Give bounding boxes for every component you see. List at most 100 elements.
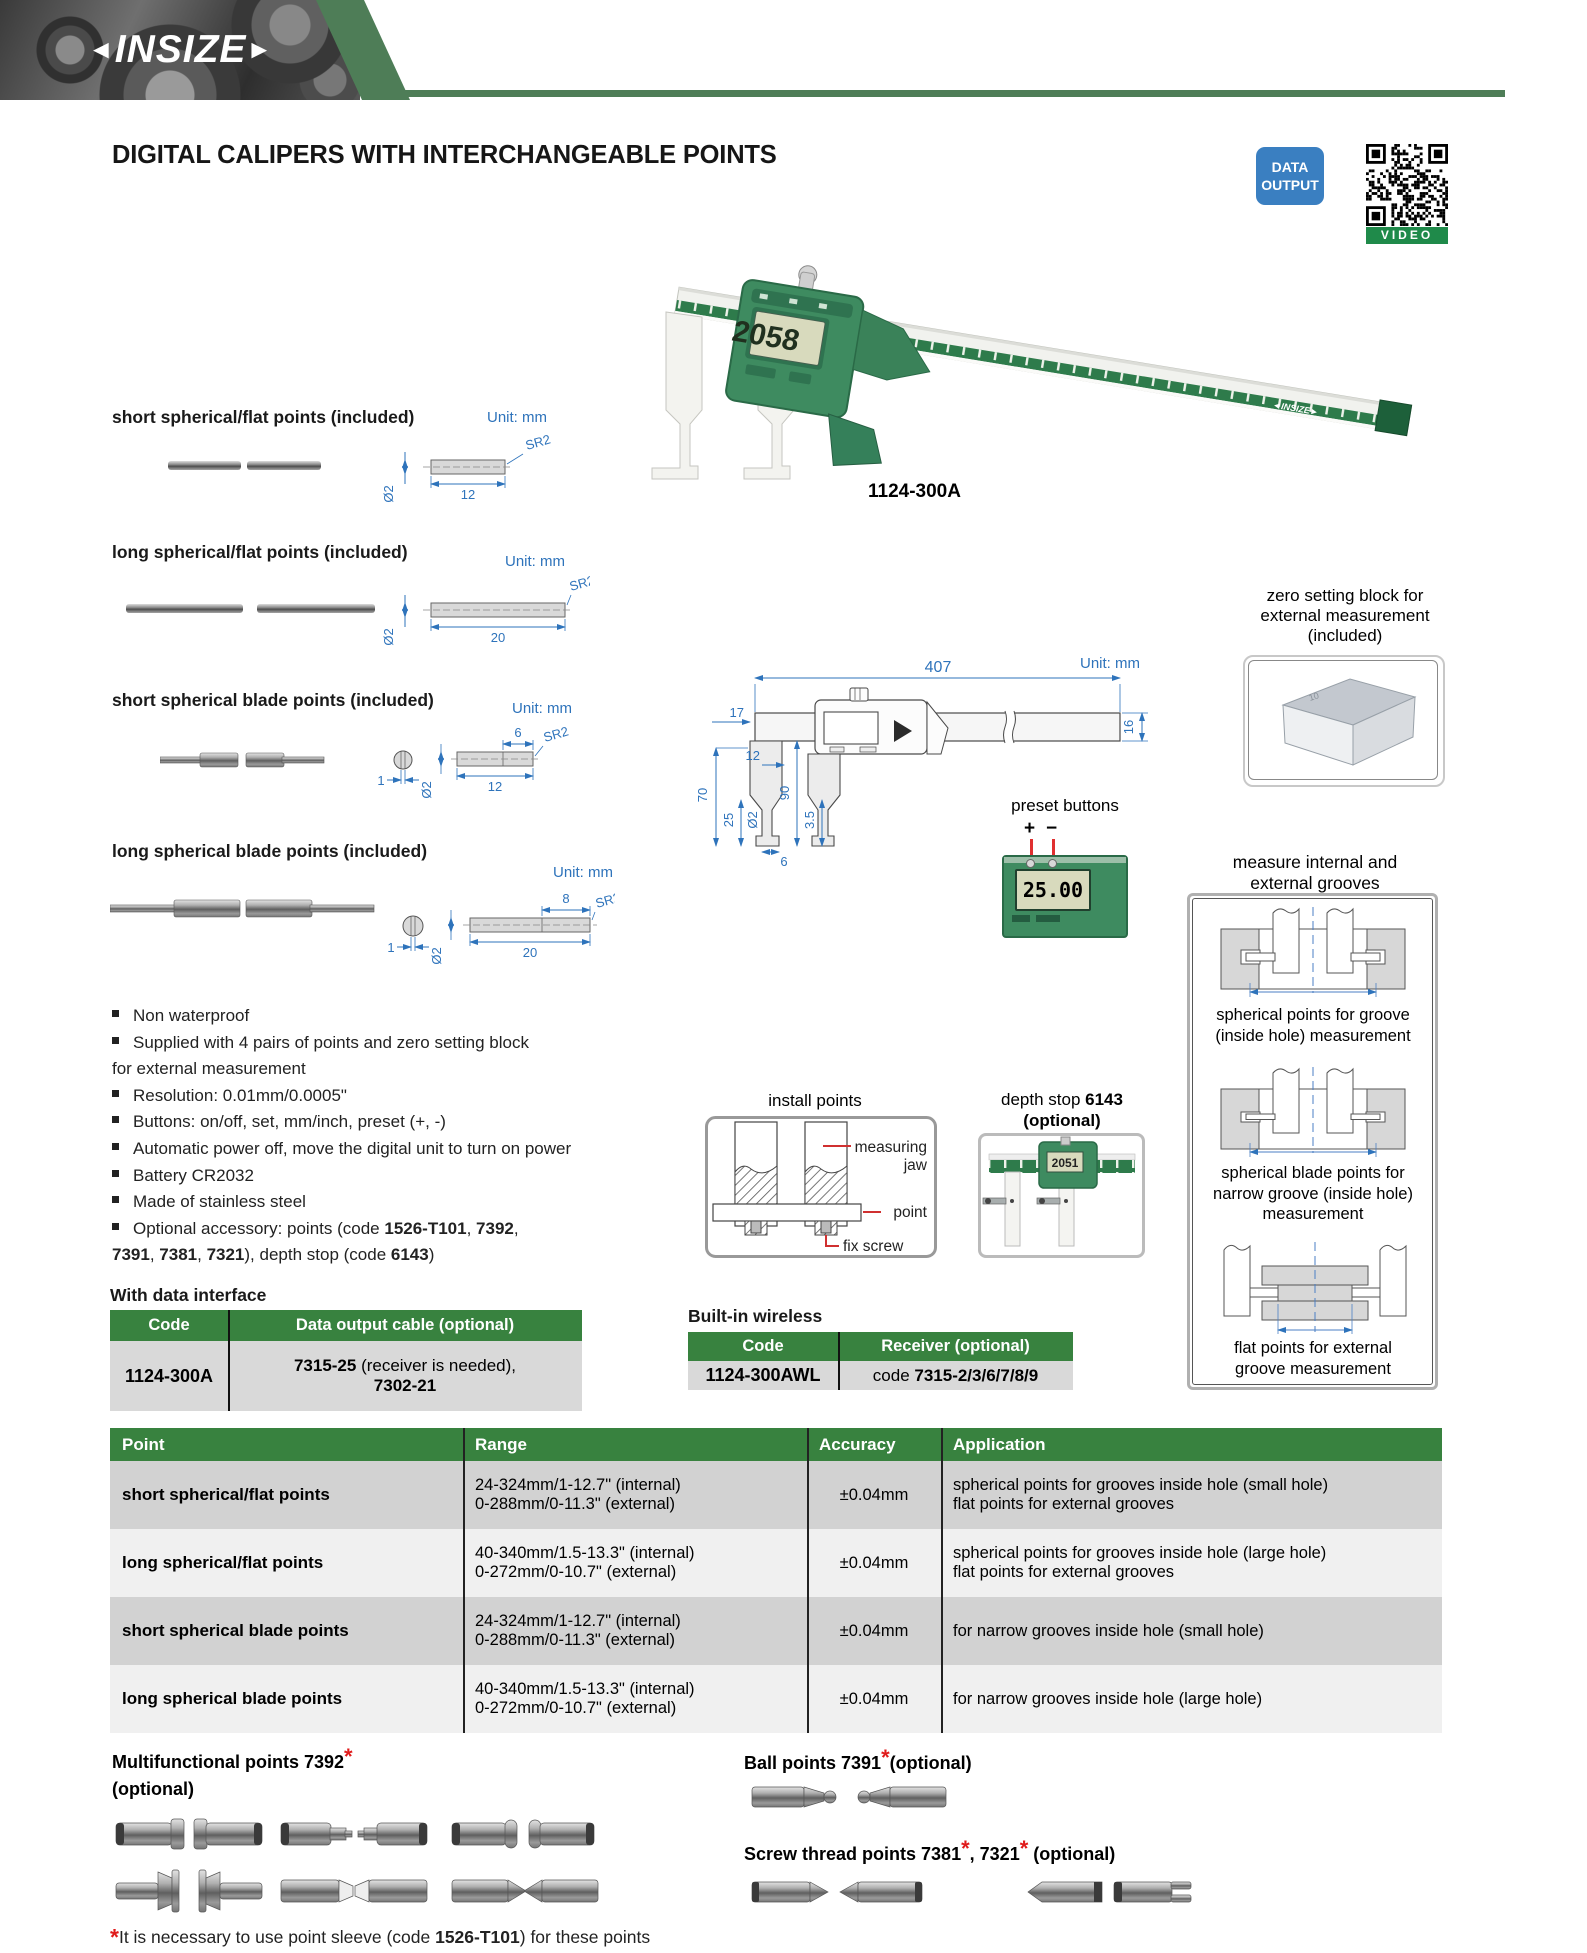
svg-text:12: 12 xyxy=(461,487,475,502)
th-receiver: Receiver (optional) xyxy=(881,1337,1030,1355)
svg-text:407: 407 xyxy=(925,659,952,676)
logo-left-arrow-icon: ◄ xyxy=(88,34,115,64)
zero-block-caption: zero setting block for external measurem… xyxy=(1260,586,1430,645)
td-cable: 7315-25 (receiver is needed), 7302-21 xyxy=(293,1356,517,1395)
th-code2: Code xyxy=(742,1337,784,1355)
depth-stop-label: depth stop 6143 (optional) xyxy=(1001,1090,1123,1130)
table-row: short spherical/flat points 24-324mm/1-1… xyxy=(110,1461,1442,1529)
preset-label: preset buttons xyxy=(1011,796,1119,815)
svg-text:Ø2: Ø2 xyxy=(419,781,434,798)
section1-title: short spherical/flat points (included) xyxy=(112,407,415,427)
svg-text:jaw: jaw xyxy=(903,1157,928,1174)
section4-drawing: 1 Ø2 8 20 SR2 xyxy=(387,889,615,964)
svg-text:Ø2: Ø2 xyxy=(745,811,760,828)
td-receiver: code 7315-2/3/6/7/8/9 xyxy=(872,1366,1039,1385)
page-title: DIGITAL CALIPERS WITH INTERCHANGEABLE PO… xyxy=(112,141,777,169)
spec-table: Point Range Accuracy Application short s… xyxy=(110,1428,1442,1733)
groove-caption-2: spherical blade points for narrow groove… xyxy=(1213,1164,1413,1223)
feature-7: Made of stainless steel xyxy=(133,1192,306,1212)
depth-stop-image: 2051 xyxy=(978,1133,1145,1258)
svg-text:20: 20 xyxy=(491,630,505,645)
feature-6: Battery CR2032 xyxy=(133,1165,254,1185)
logo-right-arrow-icon: ► xyxy=(246,34,274,64)
feature-5: Automatic power off, move the digital un… xyxy=(133,1138,572,1158)
caliper-digital-unit: 2058 xyxy=(725,265,931,466)
wireless-heading: Built-in wireless xyxy=(688,1306,823,1326)
section4-unit: Unit: mm xyxy=(553,864,613,881)
svg-text:Ø2: Ø2 xyxy=(381,485,396,502)
table-row: short spherical blade points 24-324mm/1-… xyxy=(110,1597,1442,1665)
feature-3: Resolution: 0.01mm/0.0005" xyxy=(133,1085,347,1105)
dimension-drawing: Unit: mm 407 16 17 12 70 90 25 Ø2 3.5 6 xyxy=(695,655,1148,869)
groove-diagram-blade xyxy=(1220,1067,1406,1157)
install-points-diagram: measuring jaw point fix screw xyxy=(705,1116,937,1258)
table-row: long spherical/flat points 40-340mm/1.5-… xyxy=(110,1529,1442,1597)
screw-points-image1 xyxy=(751,1881,923,1903)
svg-text:Unit: mm: Unit: mm xyxy=(1080,655,1140,672)
svg-text:SR2: SR2 xyxy=(568,575,590,594)
svg-text:measuring: measuring xyxy=(855,1139,927,1156)
section3-drawing: 1 Ø2 6 12 SR2 xyxy=(377,723,570,798)
section2-drawing: Ø2 20 SR2 xyxy=(381,575,590,646)
caliper-left-jaw xyxy=(651,311,703,480)
svg-text:12: 12 xyxy=(488,779,502,794)
install-points-label: install points xyxy=(768,1091,862,1110)
svg-text:fix screw: fix screw xyxy=(843,1238,904,1255)
svg-text:1: 1 xyxy=(387,940,394,955)
section1-drawing: Ø2 12 SR2 xyxy=(381,432,552,503)
svg-text:25: 25 xyxy=(721,813,736,827)
multifunctional-heading: Multifunctional points 7392* (optional) xyxy=(112,1744,353,1799)
screw-points-heading: Screw thread points 7381*, 7321* (option… xyxy=(744,1836,1116,1864)
video-label: VIDEO xyxy=(1380,228,1434,242)
svg-text:6: 6 xyxy=(514,725,521,740)
th-cable: Data output cable (optional) xyxy=(295,1316,515,1334)
multi-points-row1-g3 xyxy=(451,1819,595,1849)
section2-title: long spherical/flat points (included) xyxy=(112,542,408,562)
ball-points-heading: Ball points 7391*(optional) xyxy=(744,1745,972,1773)
svg-text:Ø2: Ø2 xyxy=(429,947,444,964)
section3-photo xyxy=(160,752,325,768)
svg-text:SR2: SR2 xyxy=(542,723,570,744)
product-model: 1124-300A xyxy=(868,481,961,502)
section1-photo xyxy=(168,461,241,470)
svg-text:1: 1 xyxy=(377,773,384,788)
asterisk: * xyxy=(344,1744,353,1769)
th-code: Code xyxy=(148,1316,190,1334)
svg-text:10: 10 xyxy=(1308,690,1321,703)
feature-1: Non waterproof xyxy=(133,1006,250,1025)
section1-photo2 xyxy=(247,461,321,470)
badge-line2: OUTPUT xyxy=(1261,177,1319,194)
svg-text:SR2: SR2 xyxy=(524,432,552,453)
section2-photo xyxy=(126,604,243,613)
section1-unit: Unit: mm xyxy=(487,409,547,426)
svg-text:70: 70 xyxy=(695,788,710,802)
feature-list: Non waterproof Supplied with 4 pairs of … xyxy=(112,1003,692,1269)
svg-text:12: 12 xyxy=(746,748,760,763)
groove-diagram-spherical xyxy=(1220,907,1406,997)
svg-text:point: point xyxy=(893,1204,927,1221)
th-point: Point xyxy=(122,1435,165,1454)
video-banner: VIDEO xyxy=(1366,227,1448,244)
multi-points-row2-g3 xyxy=(451,1879,599,1903)
screw-points-image2 xyxy=(1027,1881,1192,1903)
svg-text:20: 20 xyxy=(523,945,537,960)
svg-text:2051: 2051 xyxy=(1052,1156,1079,1170)
svg-text:6: 6 xyxy=(780,854,787,869)
logo-text: INSIZE xyxy=(114,28,247,71)
ball-points-image xyxy=(751,1786,947,1808)
svg-text:90: 90 xyxy=(777,786,792,800)
qr-code xyxy=(1366,144,1448,226)
multi-points-row2-g1 xyxy=(115,1869,263,1913)
multi-points-row1-g2 xyxy=(280,1822,428,1846)
feature-4: Buttons: on/off, set, mm/inch, preset (+… xyxy=(133,1112,446,1132)
multi-points-row1-g1 xyxy=(115,1818,263,1850)
section2-unit: Unit: mm xyxy=(505,553,565,570)
badge-line1: DATA xyxy=(1271,159,1309,175)
brand-logo: ◄INSIZE► xyxy=(88,28,308,78)
multi-points-row2-g2 xyxy=(280,1879,428,1903)
svg-text:3.5: 3.5 xyxy=(802,811,817,829)
section4-title: long spherical blade points (included) xyxy=(112,841,428,861)
svg-text:8: 8 xyxy=(562,891,569,906)
svg-text:17: 17 xyxy=(730,705,744,720)
